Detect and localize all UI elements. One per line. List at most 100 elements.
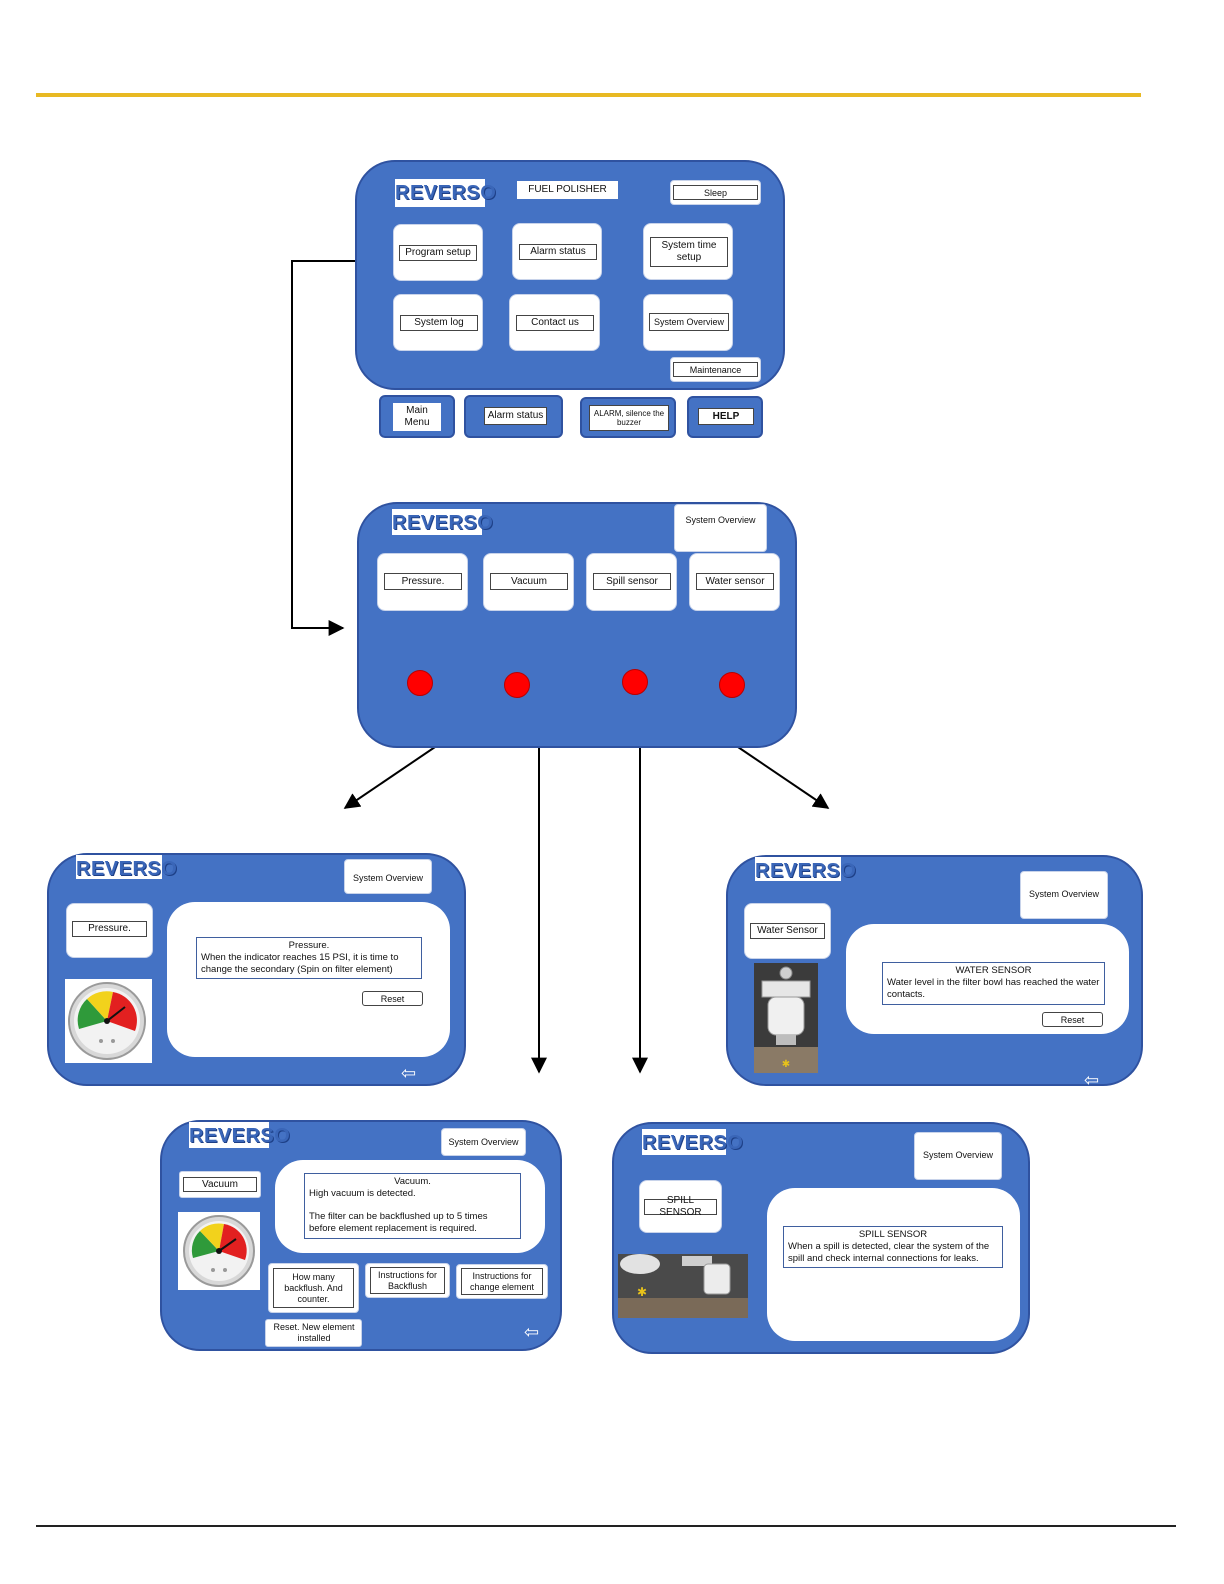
vacuum-label-card: Vacuum bbox=[179, 1171, 261, 1198]
backflush-count-button[interactable]: How many backflush. And counter. bbox=[273, 1268, 354, 1308]
instructions-backflush-button[interactable]: Instructions for Backflush bbox=[370, 1267, 445, 1294]
vacuum-label: Vacuum bbox=[183, 1177, 257, 1192]
pressure-card: Pressure. bbox=[377, 553, 468, 611]
reverso-logo: REVERSO bbox=[755, 857, 856, 882]
help-button[interactable]: HELP bbox=[698, 408, 754, 425]
spill-title-card: System Overview bbox=[914, 1132, 1002, 1180]
water-message: WATER SENSOR Water level in the filter b… bbox=[882, 962, 1105, 1005]
system-log-card: System log bbox=[393, 294, 483, 351]
instructions-change-card: Instructions for change element bbox=[456, 1264, 548, 1299]
water-message-area: WATER SENSOR Water level in the filter b… bbox=[846, 924, 1129, 1034]
system-log-button[interactable]: System log bbox=[400, 315, 478, 331]
pressure-label-card: Pressure. bbox=[66, 903, 153, 958]
instructions-change-button[interactable]: Instructions for change element bbox=[461, 1268, 543, 1295]
pressure-label: Pressure. bbox=[72, 921, 147, 937]
main-menu-nav-tile: Main Menu bbox=[379, 395, 455, 438]
pressure-message-body: When the indicator reaches 15 PSI, it is… bbox=[201, 952, 399, 975]
vacuum-status-led bbox=[504, 672, 530, 698]
spill-label-card: SPILL SENSOR bbox=[639, 1180, 722, 1233]
instructions-backflush-card: Instructions for Backflush bbox=[365, 1263, 450, 1298]
filter-unit-photo: ✱ bbox=[754, 963, 818, 1073]
system-time-setup-card: System time setup bbox=[643, 223, 733, 280]
vacuum-button[interactable]: Vacuum bbox=[490, 573, 568, 590]
back-arrow-icon[interactable]: ⇦ bbox=[1084, 1070, 1100, 1090]
water-message-title: WATER SENSOR bbox=[955, 965, 1032, 976]
connector-overview-to-water bbox=[734, 744, 830, 809]
pressure-screen: REVERSO System Overview Pressure. Pressu… bbox=[47, 853, 466, 1086]
pressure-message-area: Pressure. When the indicator reaches 15 … bbox=[167, 902, 450, 1057]
spill-sensor-label: SPILL SENSOR bbox=[644, 1195, 717, 1218]
alarm-silence-button[interactable]: ALARM, silence the buzzer bbox=[589, 405, 669, 431]
vacuum-message-title: Vacuum. bbox=[394, 1176, 431, 1187]
system-overview-button[interactable]: System Overview bbox=[649, 313, 729, 331]
vacuum-gauge-icon bbox=[183, 1215, 255, 1287]
water-label-card: Water Sensor bbox=[744, 903, 831, 959]
top-rule bbox=[36, 93, 1141, 97]
spill-message-body: When a spill is detected, clear the syst… bbox=[788, 1241, 990, 1264]
bottom-rule bbox=[36, 1525, 1176, 1527]
water-status-led bbox=[719, 672, 745, 698]
water-title-card: System Overview bbox=[1020, 871, 1108, 919]
back-arrow-icon[interactable]: ⇦ bbox=[524, 1322, 540, 1342]
water-sensor-button[interactable]: Water sensor bbox=[696, 573, 774, 590]
overview-title: System Overview bbox=[685, 515, 756, 525]
pressure-button[interactable]: Pressure. bbox=[384, 573, 462, 590]
help-nav-tile: HELP bbox=[687, 396, 763, 438]
spill-message-title: SPILL SENSOR bbox=[858, 1229, 928, 1240]
vacuum-title-card: System Overview bbox=[441, 1128, 526, 1156]
program-setup-card: Program setup bbox=[393, 224, 483, 281]
vacuum-screen-title: System Overview bbox=[448, 1137, 519, 1147]
spill-sensor-screen: REVERSO System Overview SPILL SENSOR ✱ S… bbox=[612, 1122, 1030, 1354]
back-arrow-icon[interactable]: ⇦ bbox=[401, 1063, 417, 1083]
program-setup-button[interactable]: Program setup bbox=[399, 245, 477, 261]
maintenance-button[interactable]: Maintenance bbox=[673, 362, 758, 377]
svg-text:✱: ✱ bbox=[637, 1285, 647, 1299]
fuel-polisher-title: FUEL POLISHER bbox=[517, 181, 618, 199]
contact-us-button[interactable]: Contact us bbox=[516, 315, 594, 331]
alarm-status-card: Alarm status bbox=[512, 223, 602, 280]
overview-title-card: System Overview bbox=[674, 504, 767, 552]
spill-status-led bbox=[622, 669, 648, 695]
system-overview-card: System Overview bbox=[643, 294, 733, 351]
main-menu-nav-button[interactable]: Main Menu bbox=[393, 403, 441, 431]
reverso-logo: REVERSO bbox=[392, 509, 493, 535]
spill-screen-title: System Overview bbox=[922, 1150, 993, 1160]
pressure-status-led bbox=[407, 670, 433, 696]
reverso-logo: REVERSO bbox=[189, 1122, 290, 1148]
main-menu-screen: REVERSO FUEL POLISHER Sleep Program setu… bbox=[355, 160, 785, 390]
pressure-message: Pressure. When the indicator reaches 15 … bbox=[196, 937, 422, 979]
connector-overview-to-pressure bbox=[343, 744, 439, 809]
reset-new-element-card: Reset. New element installed bbox=[265, 1319, 362, 1347]
water-message-body: Water level in the filter bowl has reach… bbox=[887, 977, 1100, 1000]
vacuum-message-line1: High vacuum is detected. bbox=[309, 1188, 416, 1199]
water-reset-button[interactable]: Reset bbox=[1042, 1012, 1103, 1027]
spill-unit-photo: ✱ bbox=[618, 1254, 748, 1318]
pressure-reset-button[interactable]: Reset bbox=[362, 991, 423, 1006]
contact-us-card: Contact us bbox=[509, 294, 600, 351]
vacuum-gauge-frame bbox=[178, 1212, 260, 1290]
system-time-setup-button[interactable]: System time setup bbox=[650, 237, 728, 267]
filter-housing-icon: ✱ bbox=[754, 966, 818, 1073]
sleep-card: Sleep bbox=[670, 180, 761, 205]
pressure-message-title: Pressure. bbox=[288, 940, 330, 951]
vacuum-message-line2: The filter can be backflushed up to 5 ti… bbox=[309, 1211, 488, 1234]
reverso-logo: REVERSO bbox=[395, 179, 496, 207]
alarm-status-button[interactable]: Alarm status bbox=[519, 244, 597, 260]
spill-sensor-button[interactable]: Spill sensor bbox=[593, 573, 671, 590]
reset-new-element-button[interactable]: Reset. New element installed bbox=[273, 1322, 355, 1343]
spill-sensor-card: Spill sensor bbox=[586, 553, 677, 611]
vacuum-screen: REVERSO System Overview Vacuum Vacuum. H… bbox=[160, 1120, 562, 1351]
reverso-logo: REVERSO bbox=[76, 855, 177, 880]
system-overview-screen: REVERSO System Overview Pressure. Vacuum… bbox=[357, 502, 797, 748]
spill-housing-icon: ✱ bbox=[618, 1254, 748, 1318]
pressure-screen-title: System Overview bbox=[352, 873, 423, 883]
water-sensor-label: Water Sensor bbox=[750, 923, 825, 939]
vacuum-card: Vacuum bbox=[483, 553, 574, 611]
water-screen-title: System Overview bbox=[1028, 889, 1099, 899]
alarm-silence-nav-tile: ALARM, silence the buzzer bbox=[580, 397, 676, 438]
maintenance-card: Maintenance bbox=[670, 357, 761, 382]
sleep-button[interactable]: Sleep bbox=[673, 185, 758, 200]
spill-message: SPILL SENSOR When a spill is detected, c… bbox=[783, 1226, 1003, 1268]
alarm-status-nav-button[interactable]: Alarm status bbox=[484, 407, 547, 425]
vacuum-message: Vacuum. High vacuum is detected. The fil… bbox=[304, 1173, 521, 1239]
